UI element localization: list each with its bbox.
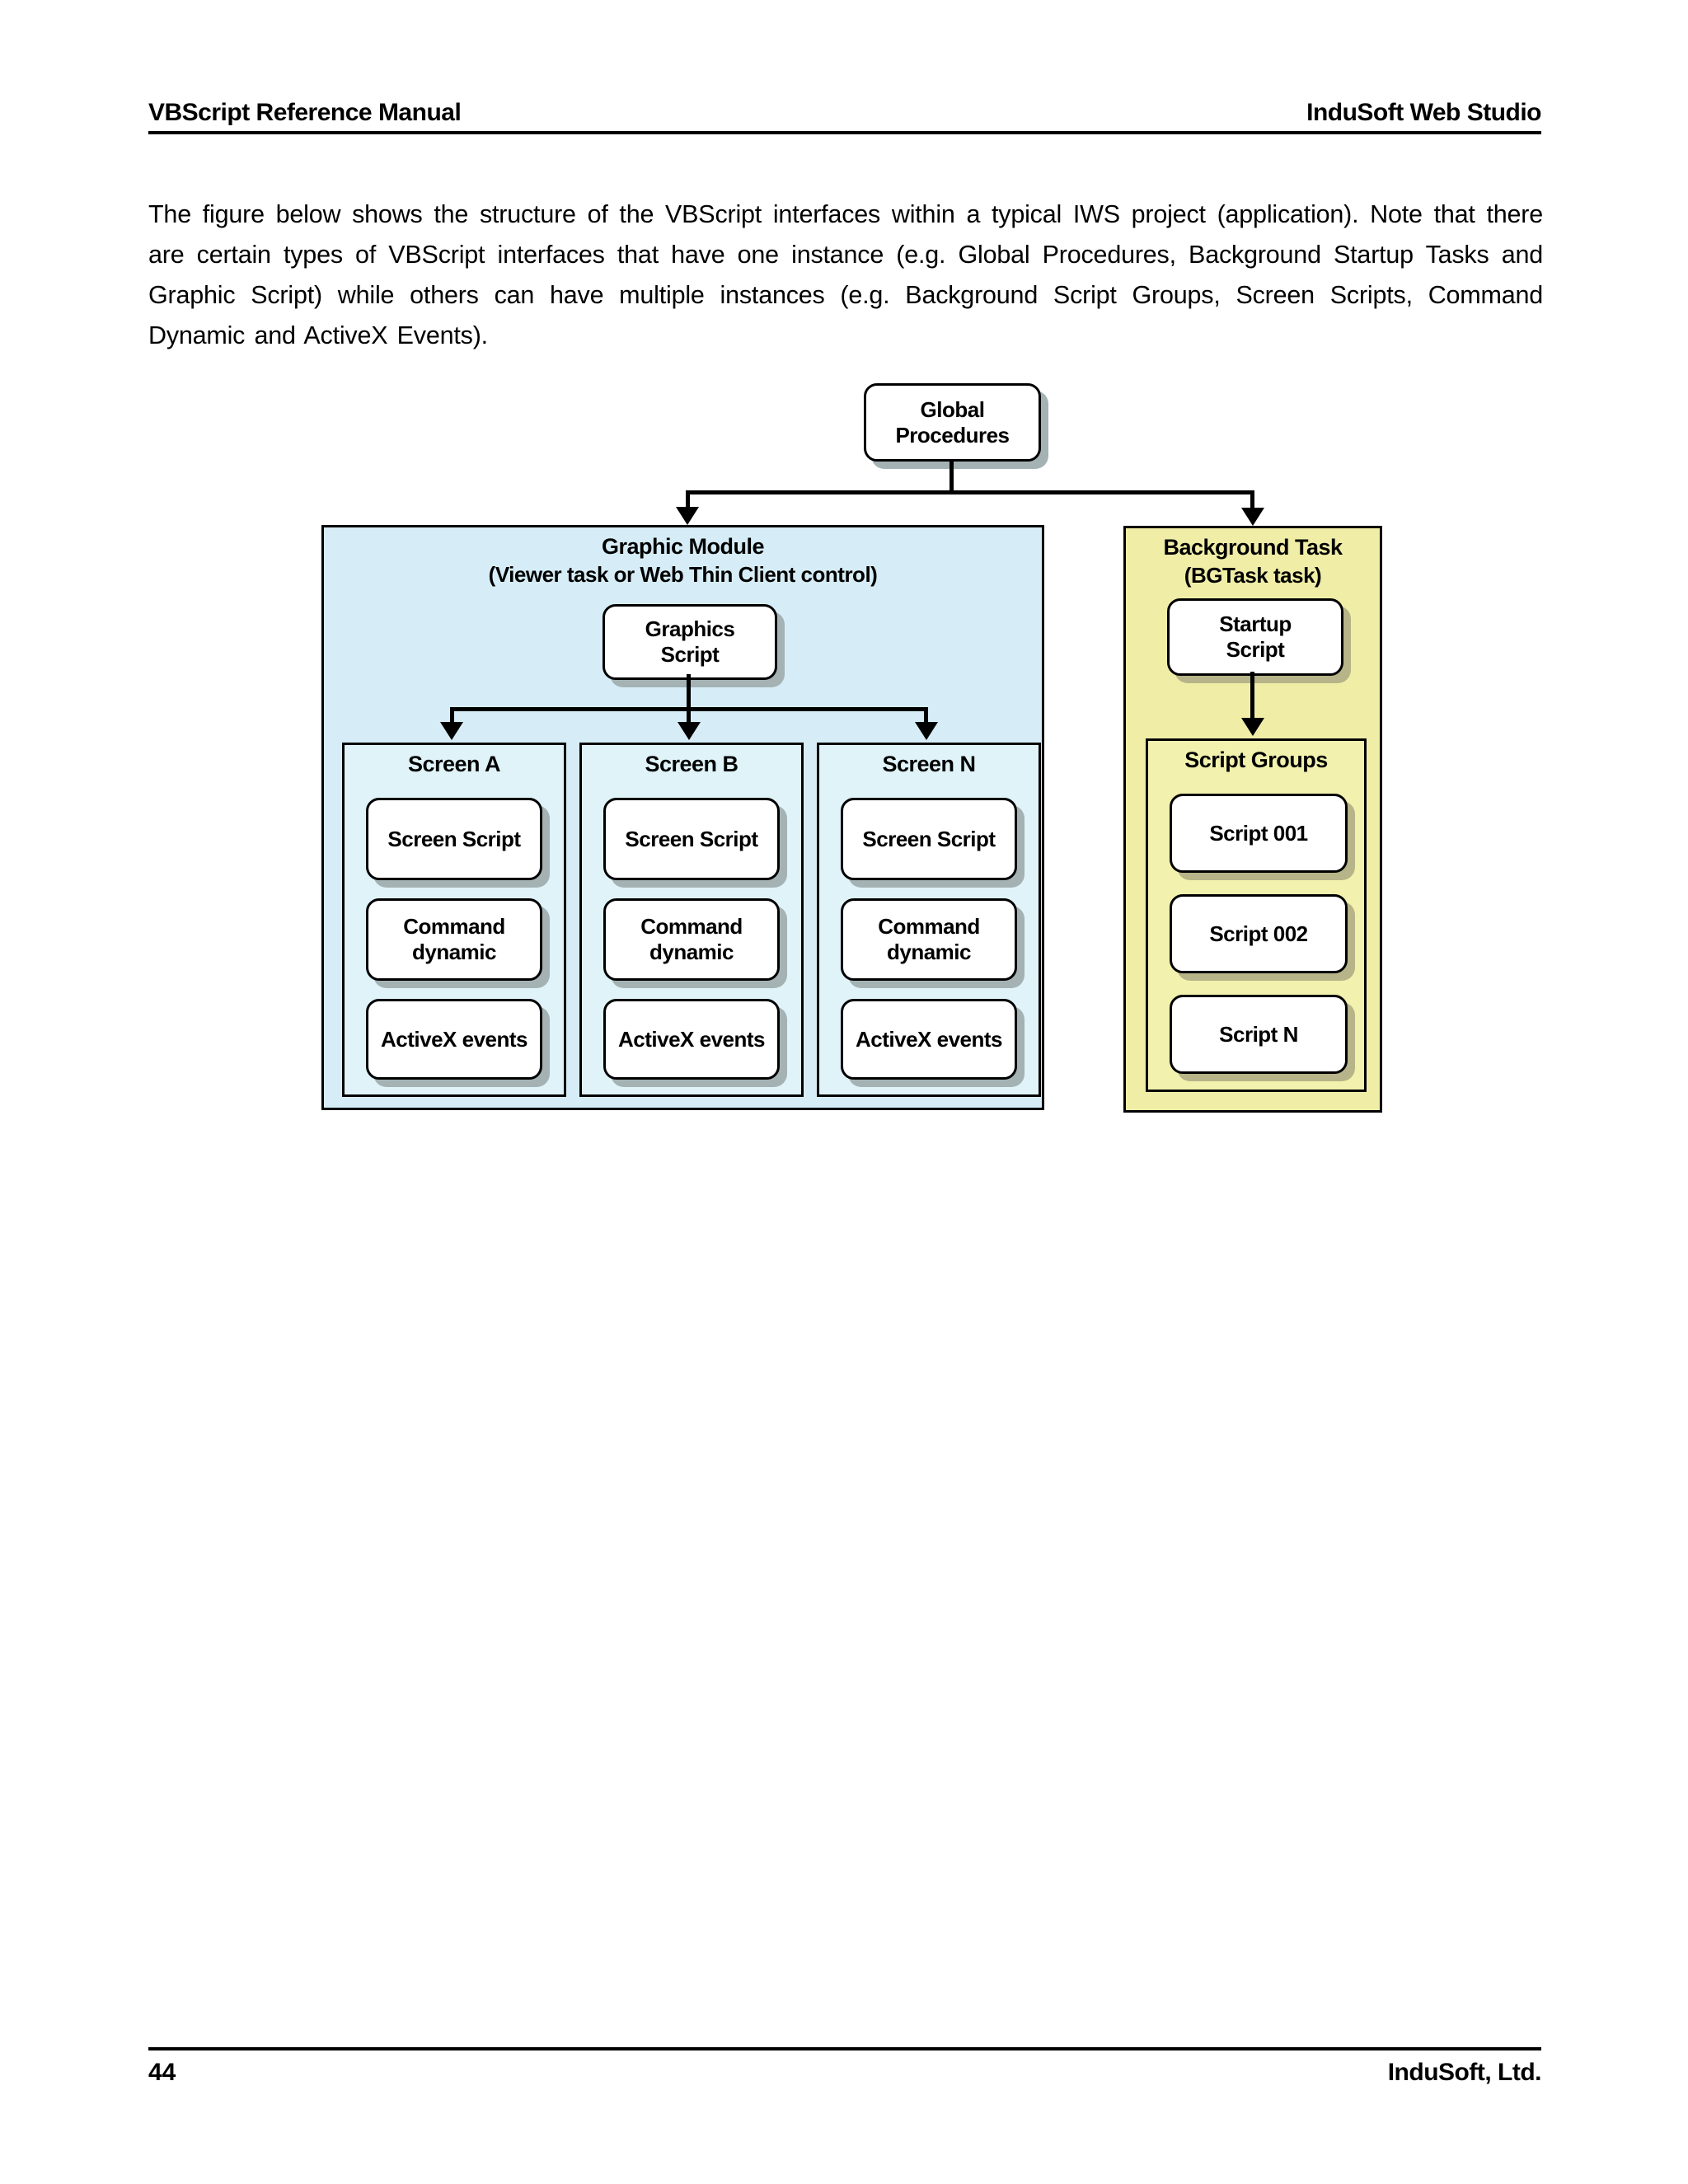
script-groups-title: Script Groups [1184,748,1328,772]
footer-rule [148,2047,1541,2050]
connector-line [1250,672,1254,719]
screen-script-box: Screen Script [603,798,780,880]
graphic-module-panel: Graphic Module (Viewer task or Web Thin … [321,525,1044,1110]
arrow-down-icon [678,722,701,740]
command-dynamic-box: Command dynamic [366,898,542,981]
activex-events-box: ActiveX events [841,999,1017,1080]
background-task-title: Background Task [1163,535,1343,560]
arrow-down-icon [1241,718,1264,736]
global-procedures-box: Global Procedures [864,383,1041,462]
command-dynamic-box: Command dynamic [841,898,1017,981]
footer-page-number: 44 [148,2059,176,2086]
screen-script-box: Screen Script [366,798,542,880]
arrow-down-icon [440,722,463,740]
connector-line [686,490,690,510]
screen-panel-b: Screen B Screen Script Command dynamic A… [579,743,804,1097]
screen-b-title: Screen B [645,752,738,776]
graphic-module-title: Graphic Module [601,534,765,559]
background-task-subtitle: (BGTask task) [1184,563,1322,588]
graphics-script-box: Graphics Script [603,604,777,680]
header-right-title: InduSoft Web Studio [1306,99,1541,126]
connector-line [686,490,1254,494]
screen-a-title: Screen A [407,752,501,776]
screen-script-box: Screen Script [841,798,1017,880]
connector-line [1250,490,1254,510]
script-001-box: Script 001 [1170,794,1348,873]
screen-panel-n: Screen N Screen Script Command dynamic A… [817,743,1041,1097]
connector-line [950,459,954,492]
connector-line [450,707,454,725]
arrow-down-icon [1241,508,1264,526]
connector-line [924,707,928,725]
header-left-title: VBScript Reference Manual [148,99,462,126]
arrow-down-icon [676,507,699,525]
script-n-box: Script N [1170,995,1348,1074]
screen-n-title: Screen N [882,752,976,776]
connector-line [687,674,691,709]
intro-paragraph: The figure below shows the structure of … [148,200,1543,349]
script-groups-panel: Script Groups Script 001 Script 002 Scri… [1146,738,1367,1092]
script-002-box: Script 002 [1170,894,1348,973]
background-task-panel: Background Task (BGTask task) Startup Sc… [1123,526,1382,1113]
arrow-down-icon [915,722,938,740]
graphic-module-subtitle: (Viewer task or Web Thin Client control) [488,562,878,587]
command-dynamic-box: Command dynamic [603,898,780,981]
activex-events-box: ActiveX events [603,999,780,1080]
header-rule [148,131,1541,134]
screen-panel-a: Screen A Screen Script Command dynamic A… [342,743,566,1097]
footer-company: InduSoft, Ltd. [1387,2059,1542,2086]
startup-script-box: Startup Script [1167,598,1343,676]
connector-line [687,707,691,725]
activex-events-box: ActiveX events [366,999,542,1080]
